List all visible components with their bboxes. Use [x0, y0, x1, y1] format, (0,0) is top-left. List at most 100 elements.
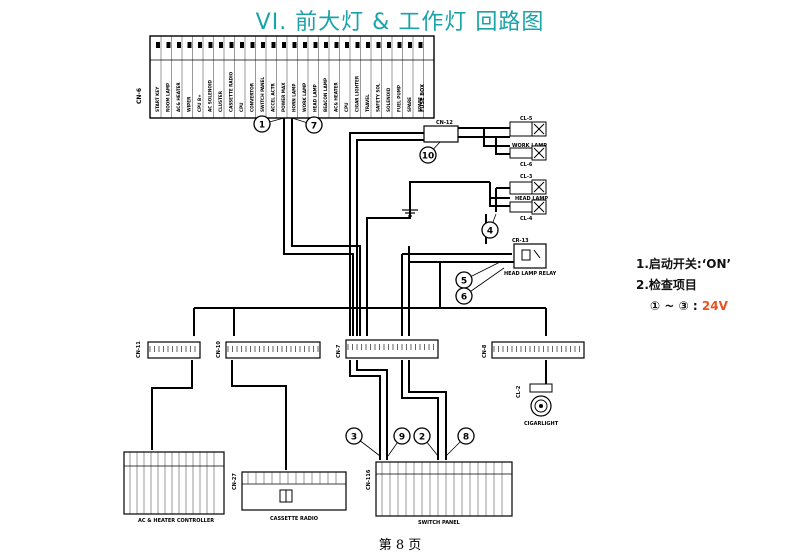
- connector-cn8: CN-8: [482, 341, 585, 359]
- wiring: [151, 118, 547, 470]
- head-lamp-label: HEAD LAMP: [515, 196, 548, 202]
- work-lamp-cl5: CL-5: [509, 116, 547, 137]
- work-lamp-cl6: CL-6: [509, 145, 547, 168]
- fuse-name: AC& HEATER: [176, 82, 181, 112]
- fuse-name: TRAVEL: [365, 94, 370, 112]
- cigar-light-icon: CL-2 CIGARLIGHT: [516, 383, 559, 427]
- head-lamp-relay-cr13: CR-13 HEAD LAMP RELAY: [504, 238, 557, 277]
- callout-number: 10: [422, 152, 435, 162]
- check-range-prefix: ① ~ ③ :: [650, 299, 698, 313]
- fuse-name: CPU: [344, 102, 349, 112]
- callout-circle: [457, 427, 475, 445]
- page-title: VI. 前大灯 & 工作灯 回路图: [255, 10, 545, 35]
- fuse-name: FUEL PUMP: [397, 85, 402, 112]
- fuse-pin: [418, 42, 423, 48]
- fuse-pin: [219, 42, 223, 48]
- fuse-pin: [303, 42, 307, 48]
- svg-text:CN-10: CN-10: [216, 341, 222, 358]
- callout-circle: [253, 115, 271, 133]
- callout-number: 5: [461, 277, 467, 287]
- head-lamp-cl4: CL-4: [509, 199, 547, 222]
- fuse-name: SAFETY SOL: [376, 83, 381, 112]
- fuse-name: WORK LAMP: [302, 83, 307, 112]
- callout-number: 4: [487, 227, 493, 237]
- callout-number: 9: [399, 433, 405, 443]
- fuse-name: CIGAR LIGHTER: [355, 75, 360, 112]
- fuse-pin: [282, 42, 286, 48]
- svg-text:CN-27: CN-27: [232, 473, 238, 490]
- callout-number: 1: [259, 121, 265, 131]
- callout-circle: [393, 427, 411, 445]
- head-lamp-cl3: CL-3: [509, 174, 547, 195]
- fuse-name: CONVERTOR: [250, 82, 255, 112]
- ac-heater-controller: AC & HEATER CONTROLLER: [123, 451, 225, 524]
- callout-circle: [481, 221, 499, 239]
- check-item-1: 1.启动开关:‘ON’: [636, 257, 732, 271]
- fuse-name: SPARE: [407, 97, 412, 112]
- fuse-name: CASSETTE RADIO: [229, 71, 234, 112]
- fuse-pin: [271, 42, 276, 48]
- connector-cn11: CN-11: [136, 341, 201, 359]
- svg-text:CN-7: CN-7: [336, 344, 342, 358]
- fuse-box-label: FUSE BOX: [420, 84, 426, 112]
- callout-circle: [413, 427, 431, 445]
- connector-cn12: CN-12: [423, 120, 459, 143]
- callout-number: 2: [419, 433, 425, 443]
- fuse-pin: [355, 42, 360, 48]
- fuse-pin: [208, 42, 213, 48]
- fuse-name: POWER MAX: [281, 82, 286, 112]
- fuse-name: CPU: [239, 102, 244, 112]
- callout-circle: [455, 287, 473, 305]
- fuse-name: HEAD LAMP: [313, 84, 318, 112]
- fuse-pin: [187, 42, 192, 48]
- callout-number: 3: [351, 433, 357, 443]
- fuse-pin: [345, 42, 349, 48]
- fuse-name: SOLENOID: [386, 87, 391, 112]
- callout-circle: [345, 427, 363, 445]
- cn6-label: CN-6: [136, 88, 143, 104]
- svg-text:CN-8: CN-8: [482, 344, 488, 358]
- fuse-name: BEACON LAMP: [323, 78, 328, 112]
- fuse-pin: [261, 42, 265, 48]
- svg-text:CN-12: CN-12: [436, 120, 453, 126]
- callout-number: 8: [463, 433, 469, 443]
- svg-text:CL-2: CL-2: [516, 385, 522, 398]
- fuse-pin: [229, 42, 234, 48]
- switch-panel: CN-116 SWITCH PANEL: [366, 461, 513, 526]
- page-footer: 第 8 页: [378, 538, 422, 553]
- callout-circle: [305, 116, 323, 134]
- fuse-pin: [166, 42, 171, 48]
- fuse-pin: [156, 42, 160, 48]
- ground-icon: [402, 209, 418, 217]
- fuse-pin: [177, 42, 181, 48]
- fuse-name: START KEY: [155, 86, 160, 112]
- connector-cn7: CN-7: [336, 339, 439, 359]
- fuse-pin: [324, 42, 328, 48]
- fuse-name: SPARE: [418, 97, 423, 112]
- svg-text:CL-3: CL-3: [520, 174, 533, 180]
- cassette-radio: CN-27 CASSETTE RADIO: [232, 471, 347, 522]
- switch-panel-label: SWITCH PANEL: [418, 520, 461, 526]
- fuse-name: HORN LAMP: [292, 84, 297, 112]
- fuse-name: CPU B+: [197, 94, 202, 112]
- fuse-pin: [313, 42, 318, 48]
- check-range: ① ~ ③ : 24V: [636, 296, 731, 317]
- fuse-name: SWITCH PANEL: [260, 77, 265, 112]
- relay-label: HEAD LAMP RELAY: [504, 271, 557, 277]
- fuse-pin: [334, 42, 339, 48]
- check-item-2: 2.检查项目: [636, 278, 697, 292]
- fuse-name: AC SOLENOID: [208, 80, 213, 112]
- callout-number: 6: [461, 293, 467, 303]
- fuse-pin: [387, 42, 391, 48]
- cigar-light-label: CIGARLIGHT: [524, 421, 559, 427]
- work-lamp-label: WORK LAMP: [512, 143, 547, 149]
- fuse-pin: [250, 42, 255, 48]
- fuse-pin: [376, 42, 381, 48]
- fuse-pin: [198, 42, 202, 48]
- cassette-radio-label: CASSETTE RADIO: [270, 516, 318, 522]
- fuse-name: CLUSTER: [218, 90, 223, 112]
- ac-heater-label: AC & HEATER CONTROLLER: [138, 518, 214, 524]
